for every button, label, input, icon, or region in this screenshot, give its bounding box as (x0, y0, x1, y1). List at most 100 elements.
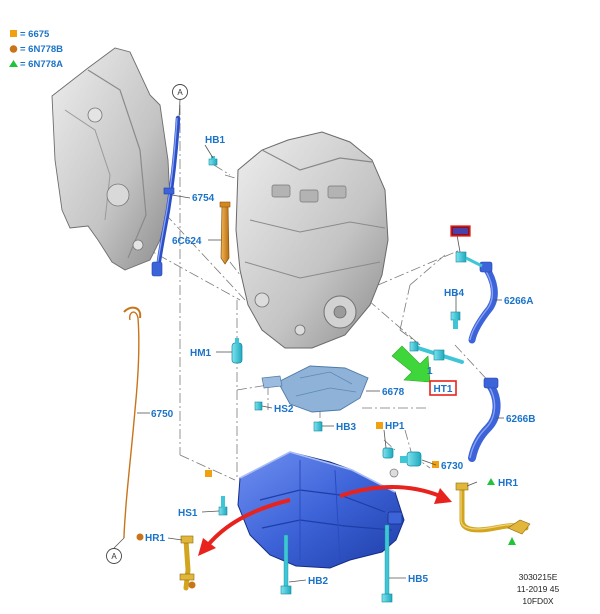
timing-cover-casting (51, 47, 171, 271)
label-6750: 6750 (151, 409, 174, 420)
label-hb2: HB2 (308, 576, 328, 587)
label-hs2: HS2 (274, 404, 294, 415)
engine-block (235, 131, 389, 349)
label-ht1: HT1 (434, 384, 453, 395)
legend-item-6675: = 6675 (10, 29, 50, 40)
crank-pulley-hub (333, 305, 347, 319)
dipstick-tube-6754 (151, 115, 181, 277)
oil-pickup-right (455, 482, 531, 535)
green-pointer-arrow (391, 345, 431, 383)
bolt-shank (221, 496, 225, 508)
engine-port (299, 189, 319, 203)
circle-icon (188, 581, 196, 589)
bolt-head (381, 593, 393, 603)
circle-marker (172, 84, 188, 100)
baffle-rib (299, 371, 353, 385)
red-arrows (198, 485, 452, 556)
oil-tube-6266a (468, 261, 498, 344)
red-arrow-left-head (198, 538, 216, 556)
square-icon (376, 422, 383, 429)
timing-cover-boss (106, 183, 130, 207)
plug-thread (400, 456, 408, 463)
part-6c624-top (219, 201, 231, 208)
reference-code: 10FD0X (522, 596, 554, 606)
circle-icon (136, 533, 144, 541)
circle-marker-a-bottom: A (106, 548, 122, 564)
bolt-head (280, 585, 292, 595)
label-6266a: 6266A (504, 296, 533, 307)
plug-hp1 (382, 447, 399, 478)
legend-label: = 6675 (20, 29, 50, 40)
oil-pickup-left (179, 535, 195, 591)
timing-cover-rib (87, 69, 147, 259)
dipstick-tube-highlight (156, 117, 178, 269)
pickup-screen (507, 519, 531, 535)
washer (389, 468, 399, 478)
label-6c624: 6C624 (172, 236, 202, 247)
bolt-hb3 (313, 421, 323, 432)
circle-marker-a-top: A (172, 84, 188, 100)
timing-cover-body (51, 47, 171, 271)
tube-6266b-highlight (469, 384, 496, 459)
dipstick-handle (123, 306, 142, 319)
oil-pan-rib (261, 519, 393, 531)
highlight-box-ht1: HT1 (429, 380, 457, 396)
dipstick-tube-bracket (163, 187, 175, 195)
triangle-icon (487, 478, 495, 485)
oil-pan-rib (334, 469, 341, 563)
tube-fitting-ht1 (409, 341, 464, 364)
bolt-hb2 (280, 534, 292, 595)
pickup-flange (179, 573, 195, 581)
bolt-head (254, 401, 263, 411)
label-hr1-right: HR1 (498, 478, 518, 489)
red-arrow-left (206, 498, 291, 547)
fitting-nut (433, 349, 445, 361)
oil-pan (237, 451, 405, 569)
oil-pan-flange (239, 451, 396, 493)
label-hb4: HB4 (444, 288, 464, 299)
reference-id: 3030215E (519, 572, 558, 582)
red-arrow-right-head (434, 488, 452, 504)
label-6678: 6678 (382, 387, 405, 398)
part-labels: HB1 6754 6C624 HM1 6750 HB4 6266A 1 6266… (145, 135, 535, 587)
bolt-hb4 (450, 311, 461, 329)
engine-block-detail (249, 219, 386, 233)
bolt-hs1 (218, 496, 228, 516)
marker-text: A (111, 552, 117, 561)
tube-6266a-fitting (479, 261, 493, 273)
oil-pan-rib (259, 489, 386, 513)
marker-text: A (177, 88, 183, 97)
label-hp1: HP1 (385, 421, 405, 432)
triangle-icon (9, 60, 18, 67)
tube-6266b (468, 381, 501, 462)
engine-boss (294, 324, 306, 336)
label-6266b: 6266B (506, 414, 535, 425)
tube-6266a (468, 264, 498, 344)
leader-lines (113, 99, 504, 583)
engine-block-detail (244, 261, 381, 279)
square-icon (10, 30, 17, 37)
legend-item-6n778a: = 6N778A (9, 59, 63, 70)
baffle-6678 (261, 365, 369, 413)
dipstick-tube-collar (151, 261, 163, 277)
oil-tube-6266b (468, 377, 501, 462)
timing-cover-boss (87, 107, 103, 123)
drain-plug-6730 (400, 451, 422, 467)
tube-6266a-highlight (469, 267, 494, 341)
label-1: 1 (427, 366, 433, 377)
label-hb3: HB3 (336, 422, 356, 433)
pickup-flange (455, 482, 469, 491)
oil-pan-body (237, 451, 405, 569)
highlight-box (429, 380, 457, 396)
engine-head-detail (261, 149, 373, 171)
circle-icon (9, 45, 18, 53)
baffle-rib (295, 387, 357, 397)
circle-marker (106, 548, 122, 564)
legend-label: = 6N778A (20, 59, 63, 70)
dipstick-6750 (123, 306, 142, 539)
label-hr1-left: HR1 (145, 533, 165, 544)
pickup-flange (180, 535, 194, 544)
bolt-head (450, 311, 461, 321)
reference-date: 11-2019 45 (517, 584, 560, 594)
